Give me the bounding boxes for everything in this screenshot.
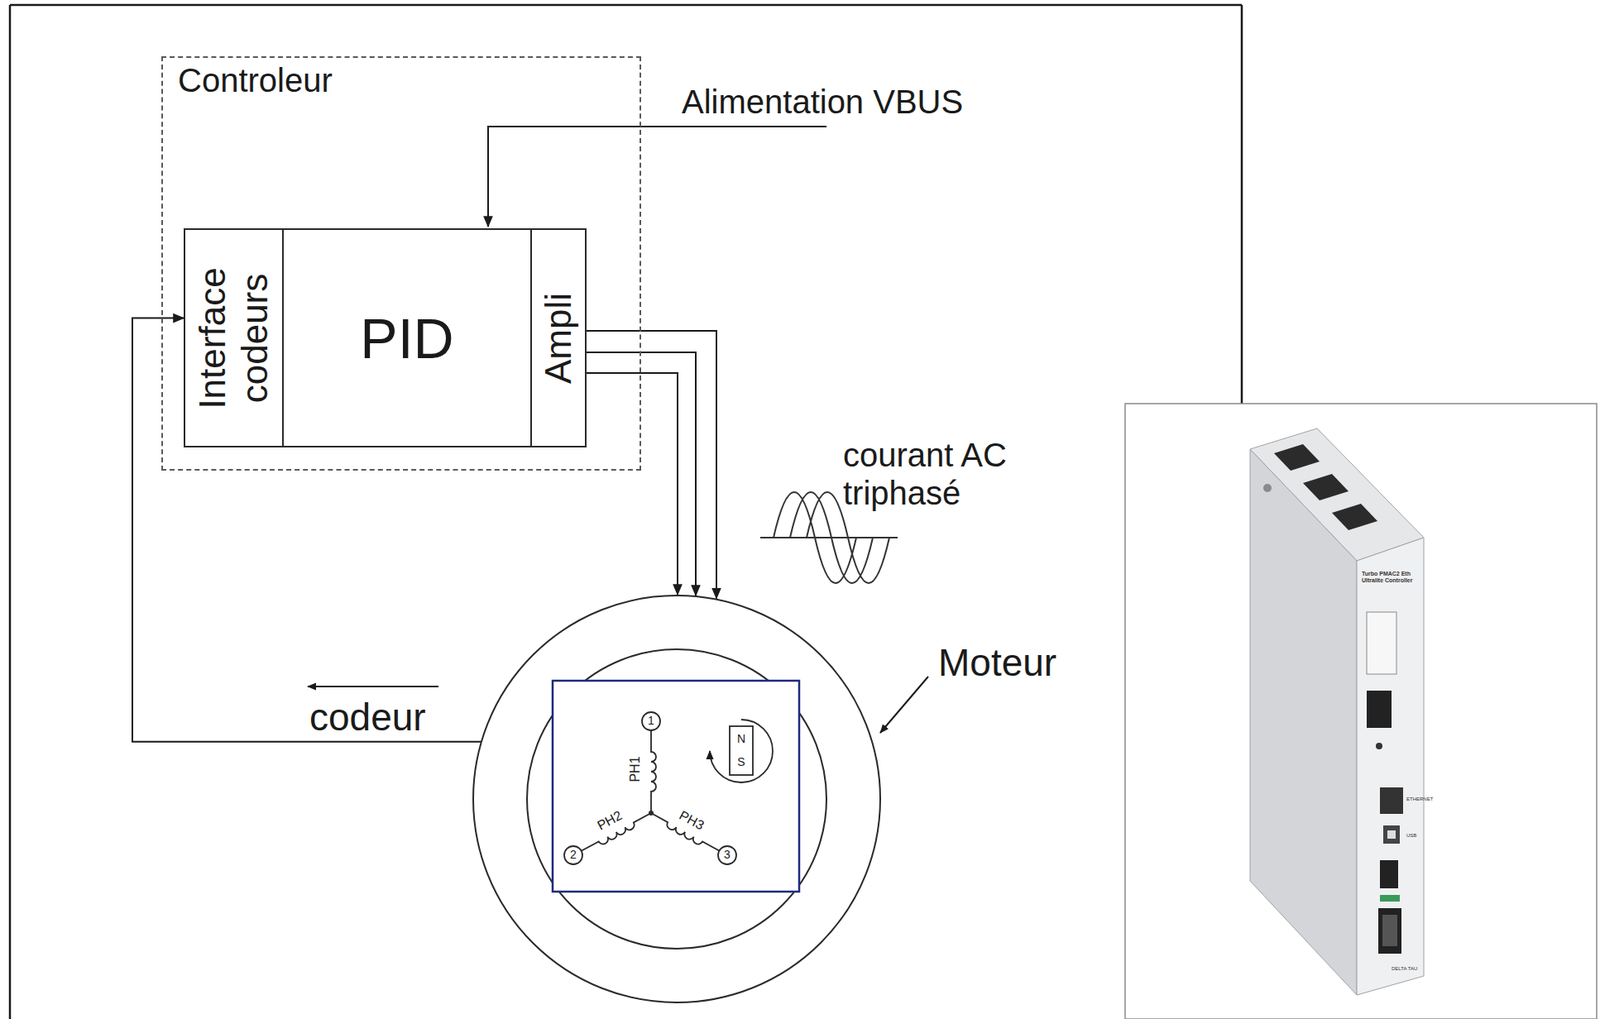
usb-port (1383, 825, 1400, 844)
node-label: Moteur (938, 641, 1057, 686)
frame-line (9, 4, 1242, 7)
phase-label: PH3 (675, 807, 708, 834)
pid-box: PID (283, 228, 531, 448)
phase-label: PH2 (593, 807, 626, 834)
star-point (648, 810, 654, 816)
pole-label: N (737, 732, 746, 746)
pole-label: S (737, 756, 745, 769)
vent-slot (1302, 474, 1349, 501)
wire-connector (586, 352, 696, 596)
terminal-number: 2 (570, 848, 577, 862)
frame-line (9, 4, 12, 1019)
motor-circle: Moteur (472, 594, 882, 1004)
node-label: Interface codeurs (191, 234, 276, 442)
terminal-circle (641, 712, 661, 731)
device-marking: ETHERNET (1406, 796, 1433, 803)
node-label: Controleur (177, 61, 333, 100)
amplifier-box: Ampli (530, 228, 587, 448)
rotor-circle (526, 649, 827, 949)
fieldbus-connector (1379, 860, 1399, 889)
wire-connector (586, 330, 717, 599)
photo-frame (1125, 403, 1597, 1019)
ethernet-port (1379, 787, 1404, 815)
device-marking: DELTA TAU (1391, 966, 1418, 973)
coil-symbol (651, 730, 657, 814)
power-supply-line (488, 126, 827, 227)
terminal-number: 1 (647, 714, 655, 728)
device-marking: USB (1406, 833, 1417, 839)
device-side (1250, 449, 1357, 996)
wire-connector (586, 373, 678, 595)
annotation-label: Alimentation VBUS (681, 82, 963, 121)
terminal-block (1379, 895, 1400, 902)
terminal-circle (564, 846, 583, 865)
db9-connector (1382, 914, 1398, 947)
controller-device (1250, 428, 1424, 996)
phase-label: PH1 (627, 754, 643, 784)
controller-group: ControleurInterface codeurs PID Ampli (161, 56, 642, 471)
node-label: Ampli (537, 234, 580, 442)
status-led (1375, 742, 1383, 750)
vent-slot (1331, 503, 1378, 531)
leader-line (880, 676, 929, 733)
magnet-symbol (729, 726, 753, 776)
annotation-label: courant AC triphasé (843, 435, 1042, 513)
usb-port (1387, 830, 1396, 839)
edge-label: codeur (309, 698, 427, 737)
mount-hole (1263, 483, 1272, 493)
device-marking: Turbo PMAC2 Eth Ultralite Controller (1361, 570, 1420, 585)
sine-axis (760, 536, 898, 539)
db9-connector (1378, 908, 1402, 954)
winding-panel (552, 680, 800, 892)
vent-slot (1274, 444, 1320, 471)
direction-arrow (307, 685, 439, 688)
device-front (1356, 537, 1424, 996)
fiber-connector (1366, 690, 1392, 729)
node-label: PID (359, 305, 454, 370)
encoder-interface-box: Interface codeurs (183, 228, 284, 448)
rotation-arrow (709, 719, 773, 783)
frame-line (1240, 4, 1244, 404)
terminal-circle (718, 846, 737, 865)
display-window (1366, 612, 1397, 675)
terminal-number: 3 (723, 848, 731, 862)
